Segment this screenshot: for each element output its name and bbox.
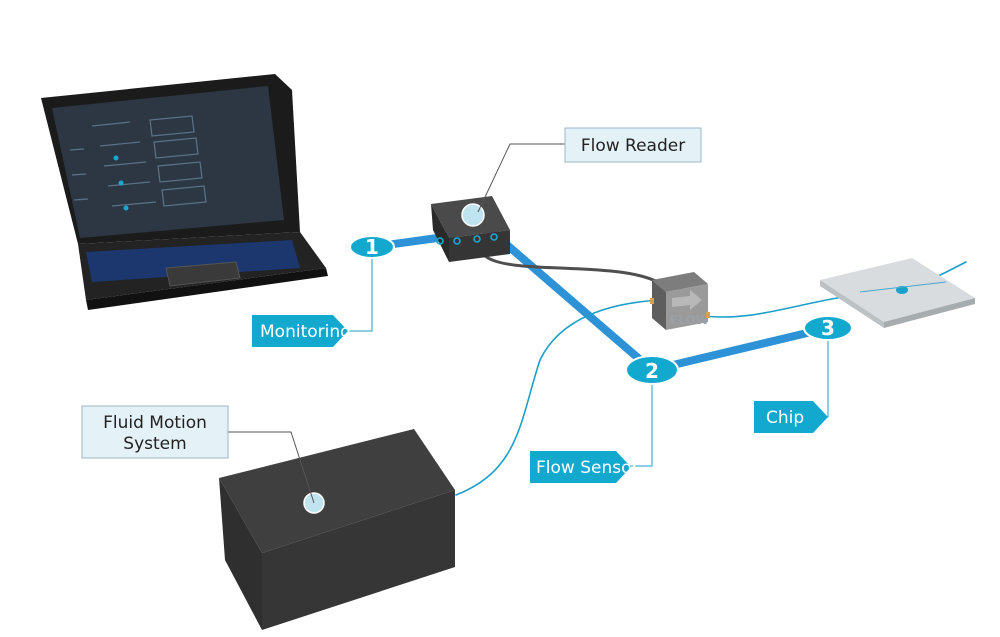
callout-line-fms: [228, 431, 315, 504]
laptop: [41, 74, 328, 310]
marker-disc: [349, 235, 395, 259]
tag-chip: Chip: [754, 401, 828, 433]
flow-reader-front: [449, 230, 510, 262]
laptop-screen-content: [69, 115, 207, 207]
laptop-screen: [52, 86, 284, 238]
tag-shape: [530, 451, 631, 483]
screen-toggle-icon: [123, 205, 129, 211]
marker-number: 3: [821, 316, 835, 340]
flow-reader-dot: [461, 203, 485, 227]
callout-label-line2: System: [123, 434, 186, 454]
callout-label: Flow Reader: [581, 136, 685, 156]
callout-line-flow-reader: [477, 143, 565, 213]
chip-device: [820, 258, 975, 328]
connector-icon: [650, 298, 654, 304]
tag-label: Monitoring: [260, 322, 351, 342]
chip-side: [820, 280, 884, 328]
callout-box: [564, 127, 702, 163]
chip-channel: [859, 281, 947, 293]
tag-monitoring: Monitoring: [252, 315, 351, 347]
flow-sensor-front: [666, 284, 708, 330]
laptop-base-edge: [86, 268, 328, 310]
screen-toggle-icon: [113, 155, 119, 161]
tag-label: Chip: [766, 408, 804, 428]
tube-reader-sensor: [488, 228, 656, 374]
chip-chamber-icon: [896, 286, 908, 294]
laptop-trackpad: [165, 261, 241, 287]
connector-icon: [706, 312, 710, 318]
fms-side: [219, 478, 262, 630]
flow-sensor-text: FLOW: [670, 313, 709, 327]
port-icon: [436, 237, 444, 245]
marker-number: 1: [365, 235, 379, 259]
tag-flow-sensor: Flow Sensor: [530, 451, 638, 483]
screen-toggle-icon: [118, 180, 124, 186]
marker-2: 2: [625, 355, 679, 385]
flow-sensor-top: [652, 272, 708, 292]
fms-top: [219, 429, 455, 553]
tag-shape: [754, 401, 828, 433]
laptop-keyboard: [86, 240, 300, 282]
callout-fluid-motion-system: Fluid Motion System: [81, 405, 229, 459]
tag-shape: [252, 315, 348, 347]
flow-sensor-device: FLOW: [650, 272, 710, 330]
marker-1: 1: [349, 235, 395, 259]
flow-sensor-side: [652, 280, 666, 330]
fluid-line-pump: [455, 299, 665, 496]
port-icon: [453, 237, 461, 245]
tube-sensor-chip: [648, 324, 832, 374]
tag-label: Flow Sensor: [536, 458, 638, 478]
marker-3: 3: [803, 315, 853, 341]
port-icon: [490, 233, 498, 241]
callout-line-flow-sensor: [630, 370, 653, 467]
fms-front: [262, 490, 455, 630]
marker-number: 2: [645, 359, 659, 383]
callout-box: [81, 405, 229, 459]
fluid-motion-system-device: [219, 429, 455, 630]
arrow-right-icon: [672, 290, 702, 310]
callout-flow-reader: Flow Reader: [564, 127, 702, 163]
callout-label-line1: Fluid Motion: [103, 413, 207, 433]
callout-line-monitoring: [345, 247, 373, 332]
chip-edge: [884, 298, 975, 328]
marker-disc: [625, 355, 679, 385]
port-icon: [473, 235, 481, 243]
flow-reader-device: [431, 196, 510, 262]
flow-reader-side: [431, 204, 449, 262]
marker-disc: [803, 315, 853, 341]
